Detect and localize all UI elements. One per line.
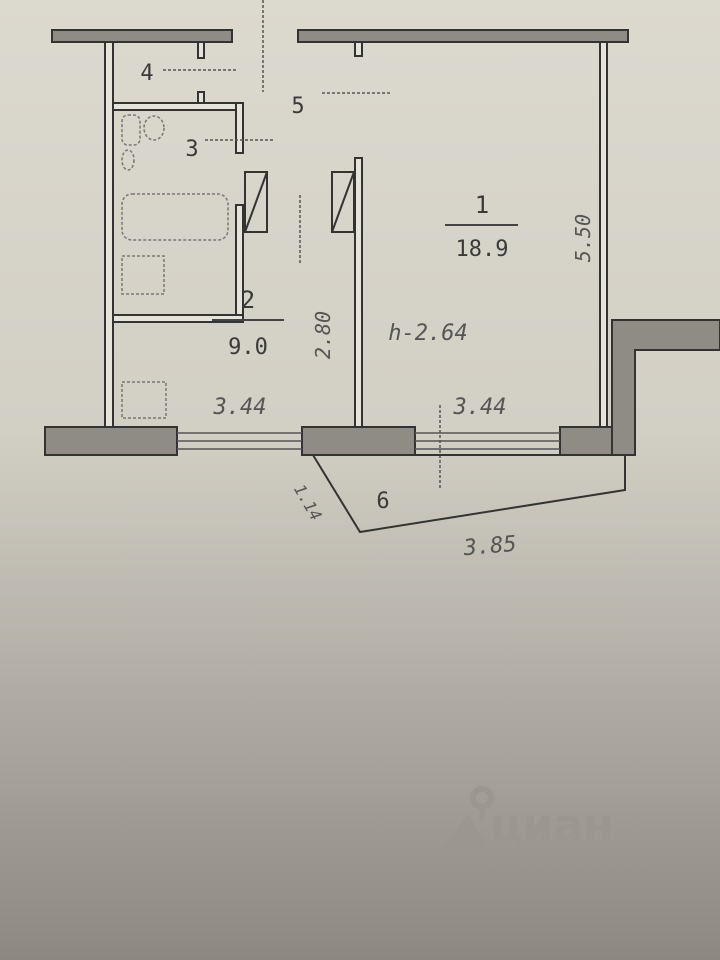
windows — [177, 432, 560, 450]
balcony-width: 1.14 — [290, 481, 326, 524]
room-1-length: 5.50 — [571, 214, 595, 262]
room-5-number: 5 — [291, 94, 304, 119]
section-lines — [163, 0, 441, 490]
cian-logo-icon — [442, 786, 494, 848]
watermark-id: ID 322699935 — [480, 848, 652, 873]
kitchen-sink-icon — [121, 255, 165, 295]
ventilation-shafts — [244, 171, 355, 233]
exterior-wall — [611, 319, 720, 456]
balcony-length: 3.85 — [462, 532, 518, 562]
balcony-outline — [311, 454, 626, 534]
room-3-number: 3 — [185, 137, 198, 162]
room-2-length: 2.80 — [311, 311, 335, 359]
bottom-wall-left — [44, 426, 178, 456]
toilet-bowl-icon — [143, 115, 165, 141]
room-2-number: 2 — [241, 286, 255, 314]
fixtures — [121, 114, 229, 419]
watermark-brand: циан — [490, 800, 614, 851]
room-2-area: 9.0 — [228, 335, 268, 360]
bathtub-icon — [121, 193, 229, 241]
stove-icon — [121, 381, 167, 419]
partitions — [104, 41, 608, 428]
room-1-area: 18.9 — [456, 237, 509, 262]
top-wall-right — [297, 29, 629, 43]
room-4-number: 4 — [140, 61, 153, 86]
sink-icon — [121, 149, 135, 171]
ceiling-height: h-2.64 — [388, 321, 467, 346]
top-wall-left — [51, 29, 233, 43]
room-1-number: 1 — [475, 191, 489, 219]
room-1-width: 3.44 — [453, 395, 507, 420]
room-6-number: 6 — [376, 489, 389, 514]
toilet-icon — [121, 114, 141, 146]
room-2-width: 3.44 — [213, 395, 267, 420]
bottom-wall-mid — [301, 426, 416, 456]
